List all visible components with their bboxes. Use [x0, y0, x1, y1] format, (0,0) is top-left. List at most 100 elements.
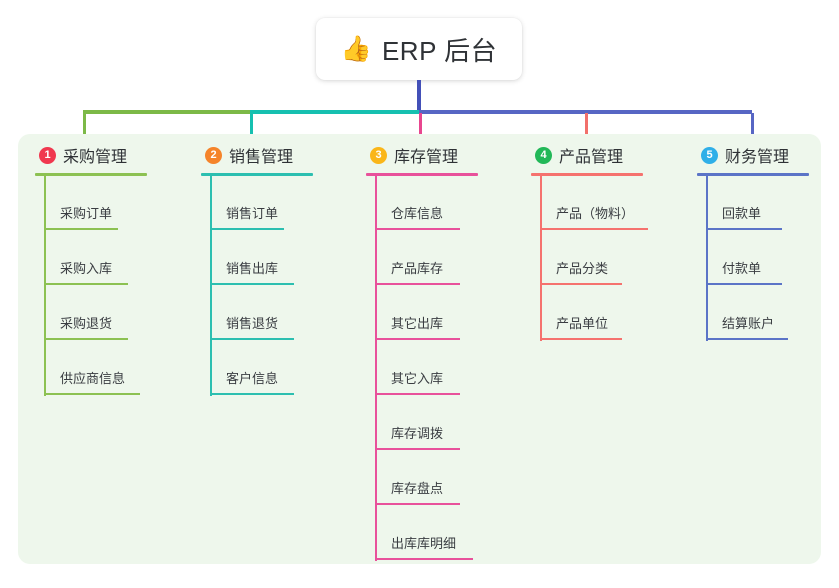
- leaf-item-rule: [44, 338, 128, 340]
- leaf-item-rule: [375, 558, 473, 560]
- branch-header-rule-purchasing: [35, 173, 147, 176]
- branch-column-sales: 2 销售管理销售订单销售出库销售退货客户信息: [201, 142, 313, 396]
- leaf-item-label: 仓库信息: [391, 206, 444, 221]
- leaf-item[interactable]: 销售订单: [210, 176, 313, 231]
- branch-header-rule-inventory: [366, 173, 478, 176]
- branch-header-inventory[interactable]: 3 库存管理: [366, 142, 478, 168]
- connector-drop-2: [250, 113, 253, 140]
- connector-drop-5: [751, 113, 754, 140]
- leaf-item-label: 供应商信息: [60, 371, 126, 386]
- leaf-item-label: 销售出库: [226, 261, 279, 276]
- leaf-item[interactable]: 产品（物料）: [540, 176, 648, 231]
- leaf-item[interactable]: 销售出库: [210, 231, 313, 286]
- leaf-item[interactable]: 回款单: [706, 176, 809, 231]
- branch-items-inventory: 仓库信息产品库存其它出库其它入库库存调拨库存盘点出库库明细: [366, 176, 478, 561]
- leaf-item[interactable]: 仓库信息: [375, 176, 478, 231]
- leaf-item-label: 出库库明细: [391, 536, 457, 551]
- leaf-item-label: 产品库存: [391, 261, 444, 276]
- leaf-item[interactable]: 供应商信息: [44, 341, 147, 396]
- leaf-item[interactable]: 结算账户: [706, 286, 809, 341]
- branch-items-finance: 回款单付款单结算账户: [697, 176, 809, 341]
- leaf-item[interactable]: 库存盘点: [375, 451, 478, 506]
- branch-badge-inventory: 3: [370, 146, 387, 164]
- branch-header-rule-sales: [201, 173, 313, 176]
- leaf-item-rule: [706, 228, 782, 230]
- connector-teal-segment: [250, 110, 419, 114]
- leaf-item[interactable]: 库存调拨: [375, 396, 478, 451]
- connector-green-segment: [83, 110, 250, 114]
- leaf-item-rule: [210, 228, 284, 230]
- connector-drop-1: [83, 113, 86, 140]
- leaf-item[interactable]: 采购订单: [44, 176, 147, 231]
- leaf-item-label: 结算账户: [722, 316, 775, 331]
- leaf-item-label: 客户信息: [226, 371, 279, 386]
- leaf-item-label: 采购订单: [60, 206, 113, 221]
- leaf-item-rule: [540, 283, 622, 285]
- leaf-item-rule: [540, 228, 648, 230]
- leaf-item[interactable]: 产品库存: [375, 231, 478, 286]
- leaf-item-rule: [375, 228, 460, 230]
- branch-stem-sales: [210, 176, 212, 396]
- leaf-item-label: 采购退货: [60, 316, 113, 331]
- branch-items-sales: 销售订单销售出库销售退货客户信息: [201, 176, 313, 396]
- leaf-item-rule: [706, 338, 788, 340]
- leaf-item-label: 采购入库: [60, 261, 113, 276]
- leaf-item-rule: [375, 338, 460, 340]
- root-node-card[interactable]: 👍 ERP 后台: [316, 18, 522, 80]
- leaf-item-rule: [375, 393, 460, 395]
- leaf-item-rule: [375, 283, 460, 285]
- branch-header-finance[interactable]: 5 财务管理: [697, 142, 809, 168]
- connector-drop-4: [585, 113, 588, 140]
- branch-badge-finance: 5: [701, 146, 718, 164]
- leaf-item[interactable]: 客户信息: [210, 341, 313, 396]
- branch-title-finance: 财务管理: [725, 149, 790, 166]
- leaf-item-rule: [44, 393, 140, 395]
- leaf-item-label: 销售退货: [226, 316, 279, 331]
- branch-column-inventory: 3 库存管理仓库信息产品库存其它出库其它入库库存调拨库存盘点出库库明细: [366, 142, 478, 561]
- leaf-item-label: 产品单位: [556, 316, 609, 331]
- leaf-item[interactable]: 采购退货: [44, 286, 147, 341]
- thumbs-up-emoji: 👍: [340, 34, 372, 63]
- branch-column-finance: 5 财务管理回款单付款单结算账户: [697, 142, 809, 341]
- leaf-item-label: 付款单: [722, 261, 762, 276]
- leaf-item[interactable]: 付款单: [706, 231, 809, 286]
- leaf-item-rule: [210, 338, 294, 340]
- leaf-item-rule: [375, 503, 460, 505]
- branch-title-inventory: 库存管理: [394, 149, 459, 166]
- branch-items-product: 产品（物料） 产品分类产品单位: [531, 176, 648, 341]
- branch-header-sales[interactable]: 2 销售管理: [201, 142, 313, 168]
- leaf-item-rule: [210, 283, 294, 285]
- branch-badge-sales: 2: [205, 146, 222, 164]
- leaf-item[interactable]: 其它出库: [375, 286, 478, 341]
- leaf-item-rule: [44, 228, 118, 230]
- leaf-item-label: 产品（物料）: [556, 206, 635, 221]
- branch-stem-product: [540, 176, 542, 341]
- root-stem-connector: [417, 80, 421, 112]
- leaf-item-rule: [540, 338, 622, 340]
- branch-stem-purchasing: [44, 176, 46, 396]
- root-node-title: ERP 后台: [381, 35, 498, 66]
- leaf-item-label: 回款单: [722, 206, 762, 221]
- leaf-item[interactable]: 其它入库: [375, 341, 478, 396]
- leaf-item-label: 库存调拨: [391, 426, 444, 441]
- branch-title-product: 产品管理: [559, 149, 624, 166]
- leaf-item[interactable]: 销售退货: [210, 286, 313, 341]
- connector-drop-3: [419, 113, 422, 140]
- branches-panel: [18, 134, 821, 564]
- leaf-item[interactable]: 采购入库: [44, 231, 147, 286]
- leaf-item[interactable]: 产品分类: [540, 231, 643, 286]
- leaf-item-label: 产品分类: [556, 261, 609, 276]
- branch-header-rule-product: [531, 173, 643, 176]
- leaf-item-label: 其它入库: [391, 371, 444, 386]
- branch-title-sales: 销售管理: [229, 149, 294, 166]
- leaf-item[interactable]: 出库库明细: [375, 506, 478, 561]
- leaf-item-label: 其它出库: [391, 316, 444, 331]
- leaf-item[interactable]: 产品单位: [540, 286, 643, 341]
- branch-header-rule-finance: [697, 173, 809, 176]
- branch-badge-purchasing: 1: [39, 146, 56, 164]
